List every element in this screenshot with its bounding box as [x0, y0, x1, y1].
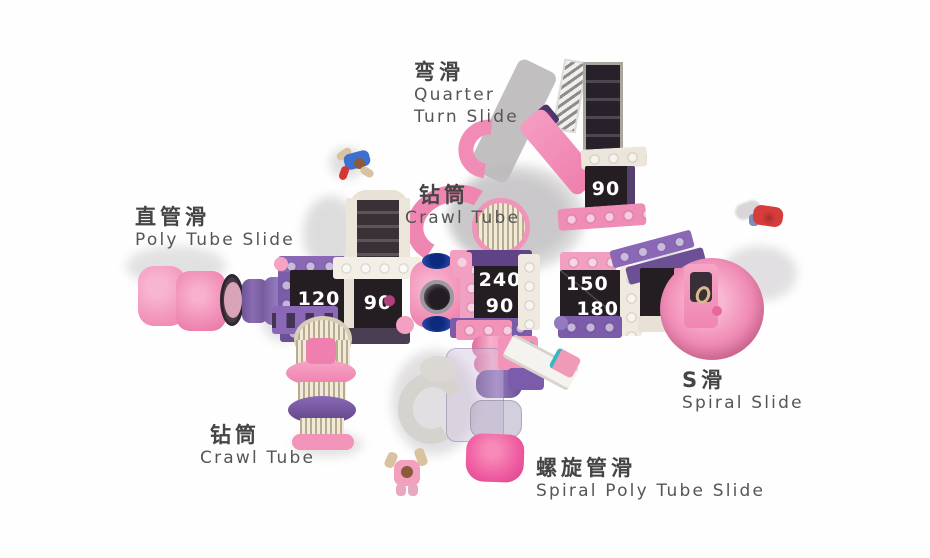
label-poly-tube-slide: 直管滑 Poly Tube Slide — [135, 205, 295, 251]
dimension-value: 90 — [591, 178, 621, 200]
label-en: Crawl Tube — [200, 448, 316, 469]
dimension-value: 120 — [297, 288, 341, 310]
label-spiral-poly-tube-slide: 螺旋管滑 Spiral Poly Tube Slide — [536, 456, 765, 502]
label-zh: 钻筒 — [210, 423, 260, 447]
label-zh: 螺旋管滑 — [536, 456, 636, 480]
child-figure-icon-bottom — [382, 446, 430, 498]
label-zh: 弯滑 — [414, 60, 464, 84]
spiral-center-post — [712, 306, 722, 316]
cream-post-studded — [620, 266, 642, 336]
child-figure-icon-top — [330, 140, 380, 185]
stud-bar-pink-top — [557, 202, 647, 232]
cage-base-bar — [466, 250, 532, 266]
figure-head — [401, 466, 413, 478]
stud-bar-pink — [560, 252, 616, 272]
ramp-rail-left — [346, 198, 358, 262]
dimension-panel-top: 90 — [585, 166, 635, 212]
cylinder-cap-bottom — [422, 316, 452, 332]
label-spiral-slide: S滑 Spiral Slide — [682, 368, 804, 414]
pink-ball-stud — [274, 257, 288, 271]
cylinder-cap-top — [422, 253, 452, 269]
cage-pink-ring — [286, 360, 356, 386]
label-en: Quarter — [414, 85, 496, 106]
figure-leg — [396, 484, 406, 496]
tube-exit-hot-pink — [465, 433, 525, 483]
label-crawl-tube-bottom: 钻筒 Crawl Tube — [200, 423, 315, 469]
stud-bar-white — [333, 257, 421, 279]
figure-leg — [408, 484, 418, 496]
pink-block — [452, 252, 472, 278]
pink-ball-stud — [396, 316, 414, 334]
child-figure-icon-right — [733, 196, 790, 241]
figure-head — [763, 212, 775, 224]
label-zh: S滑 — [682, 368, 727, 392]
cream-post-studded — [518, 254, 540, 330]
poly-tube-segment-2 — [176, 271, 226, 331]
label-en: Spiral Poly Tube Slide — [536, 481, 766, 502]
dimension-value: 240 — [478, 269, 522, 291]
label-quarter-turn-slide: 弯滑 Quarter Turn Slide — [414, 60, 519, 127]
gray-tube-connector — [420, 356, 456, 382]
label-en: Spiral Slide — [682, 393, 804, 414]
dimension-panel-center: 240 90 — [474, 262, 526, 324]
climbing-wall-icon — [583, 62, 623, 160]
label-zh: 直管滑 — [135, 205, 210, 229]
ramp-steps — [357, 200, 399, 262]
figure-limb — [358, 165, 376, 179]
dimension-value: 180 — [576, 298, 619, 320]
ramp-rail-right — [398, 198, 410, 262]
label-en: Crawl Tube — [405, 208, 521, 229]
dimension-value: 150 — [566, 273, 609, 295]
spiral-entry-opening — [690, 272, 712, 302]
transparent-tube — [470, 400, 522, 438]
figure-head — [354, 158, 365, 169]
label-en: Turn Slide — [414, 106, 519, 127]
poly-tube-opening — [224, 282, 242, 318]
poly-tube-purple-segment-1 — [242, 279, 268, 323]
label-crawl-tube-center: 钻筒 Crawl Tube — [405, 183, 520, 229]
cage-base-bar-pink — [292, 434, 354, 450]
dark-bar-bottom — [344, 328, 410, 344]
purple-ball-stud — [554, 316, 568, 330]
dimension-panel-right: 150 180 — [560, 270, 624, 322]
stud-bar-purple-bottom — [558, 316, 622, 338]
cylinder-porthole — [420, 280, 454, 314]
dimension-value: 90 — [485, 295, 515, 317]
label-zh: 钻筒 — [419, 183, 469, 207]
pink-block — [456, 320, 512, 340]
label-en: Poly Tube Slide — [135, 230, 295, 251]
